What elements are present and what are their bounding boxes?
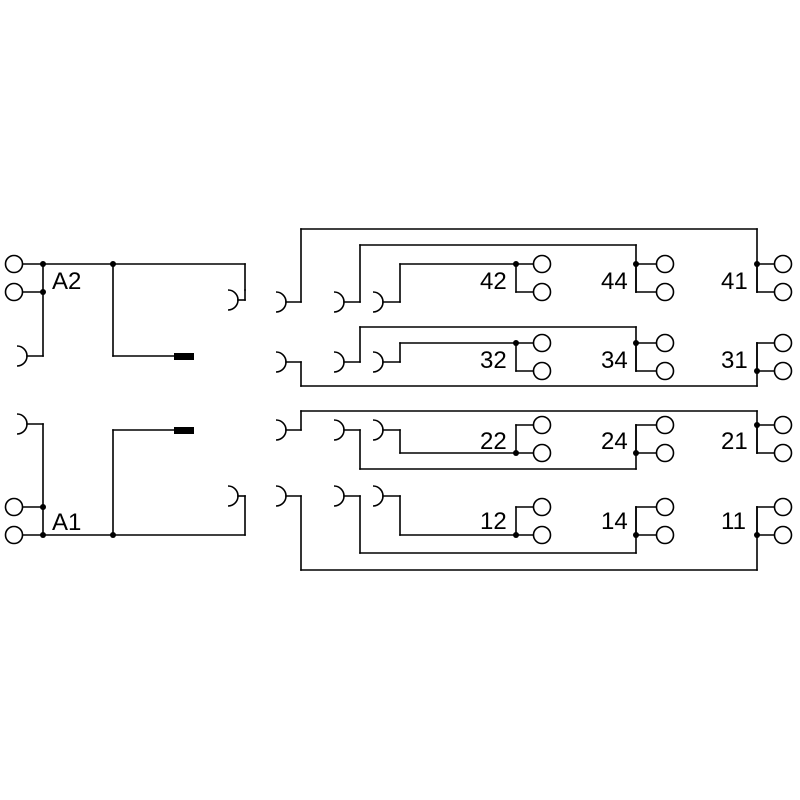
terminal-group-32: 32 [480,333,552,381]
terminal [773,415,793,435]
plug-socket-icon [372,419,384,441]
label-22: 22 [480,428,507,455]
terminal [532,282,552,302]
terminal-group-21: 21 [721,415,793,463]
terminal [532,497,552,517]
terminal-a1-top [4,497,24,517]
junction-dot [513,532,519,538]
label-24: 24 [601,428,628,455]
plug-socket-icon [275,485,287,507]
junction-dot [40,504,46,510]
terminal-a2-bottom [4,282,24,302]
terminal-group-42: 42 [480,254,552,302]
label-11: 11 [721,508,746,535]
terminal-group-34: 34 [601,333,675,381]
terminal [655,415,675,435]
junction-dot [633,532,639,538]
plug-socket-icon [333,291,345,313]
terminal-group-14: 14 [601,497,675,545]
terminal-group-12: 12 [480,497,552,545]
junction-dot [754,422,760,428]
terminal [773,443,793,463]
terminal [532,525,552,545]
label-42: 42 [480,268,507,295]
terminal [655,497,675,517]
contact-section: 42 32 22 12 [275,228,793,571]
label-31: 31 [721,347,748,374]
terminal-group-41: 41 [721,254,793,302]
terminal [655,525,675,545]
junction-dot [754,368,760,374]
terminal [773,497,793,517]
terminal-group-22: 22 [480,415,552,463]
plug-socket-icon [275,419,287,441]
terminal [532,333,552,353]
coil-pin-top [174,353,194,360]
plug-socket-icon [333,485,345,507]
terminal-group-44: 44 [601,254,675,302]
terminal-a1-bottom [4,525,24,545]
plug-socket-icon [333,351,345,373]
terminal [655,282,675,302]
plug-socket-icon [227,485,239,507]
terminal [773,254,793,274]
terminal-group-11: 11 [721,497,793,545]
plug-socket-icon [275,291,287,313]
terminal [773,525,793,545]
label-a1: A1 [52,509,81,536]
junction-dot [513,261,519,267]
terminal-group-24: 24 [601,415,675,463]
terminal [655,443,675,463]
junction-dot [40,289,46,295]
plug-socket-icon [372,351,384,373]
junction-dot [40,532,46,538]
junction-dot [633,340,639,346]
plug-socket-icon [333,419,345,441]
terminal [773,361,793,381]
terminal [655,333,675,353]
plug-socket-icon [275,351,287,373]
terminal [655,361,675,381]
plug-socket-icon [372,291,384,313]
junction-dot [40,261,46,267]
terminal [532,254,552,274]
label-21: 21 [721,428,748,455]
terminal [773,282,793,302]
terminal [532,443,552,463]
label-44: 44 [601,268,628,295]
junction-dot [633,261,639,267]
junction-dot [513,340,519,346]
coil-pin-bottom [174,427,194,434]
junction-dot [754,261,760,267]
plug-socket-icon [227,289,239,311]
label-34: 34 [601,347,628,374]
plug-socket-icon [16,345,28,367]
coil-section: A2 A1 [4,254,246,545]
plug-socket-icon [16,413,28,435]
terminal [532,361,552,381]
terminal [532,415,552,435]
terminal [773,333,793,353]
terminal [655,254,675,274]
terminal-a2-top [4,254,24,274]
terminal-group-31: 31 [721,333,793,381]
label-12: 12 [480,508,507,535]
plug-socket-icon [372,485,384,507]
label-32: 32 [480,347,507,374]
label-a2: A2 [52,268,81,295]
junction-dot [513,450,519,456]
label-41: 41 [721,268,748,295]
label-14: 14 [601,508,628,535]
junction-dot [754,532,760,538]
junction-dot [633,450,639,456]
